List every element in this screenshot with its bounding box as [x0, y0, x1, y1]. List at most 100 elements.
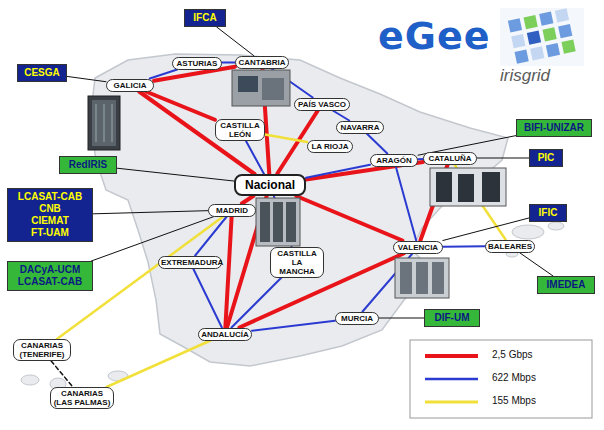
island: [512, 225, 544, 239]
photo-detail: [273, 202, 283, 242]
region-box: CASTILLA LEÓN: [215, 119, 265, 141]
link-2-5-gbps: [296, 196, 402, 241]
region-box: ANDALUCÍA: [198, 328, 252, 341]
link-622-mbps: [246, 141, 264, 174]
leader-line: [217, 27, 254, 56]
region-box: CASTILLA LA MANCHA: [270, 247, 324, 278]
node-text: ANDALUCÍA: [201, 330, 249, 339]
leader-line: [379, 318, 424, 319]
connector-line: [217, 27, 254, 56]
node-text: CASTILLA LA MANCHA: [273, 249, 321, 276]
link-622-mbps: [232, 278, 282, 328]
connector-line: [193, 269, 222, 328]
node-text: CATALUÑA: [426, 154, 474, 163]
node-text: IFCA: [188, 12, 222, 24]
leader-line: [477, 158, 529, 159]
photo-detail: [96, 104, 97, 142]
region-box: CANTABRIA: [235, 56, 289, 69]
connector-line: [519, 253, 553, 277]
connector-line: [379, 318, 424, 319]
connector-line: [265, 134, 307, 141]
site-box: IFIC: [529, 204, 567, 222]
photo-detail: [286, 202, 296, 242]
connector-line: [367, 134, 388, 154]
link-622-mbps: [195, 217, 227, 256]
region-box: GALICIA: [106, 79, 154, 92]
photo-detail: [482, 172, 500, 202]
site-box: DACyA-UCMLCASAT-CAB: [7, 261, 93, 291]
node-text: LCASAT-CAB: [11, 191, 89, 203]
peninsula-outline: [90, 54, 508, 366]
photo-detail: [262, 78, 284, 100]
region-box: CANARIAS (LAS PALMAS): [50, 387, 114, 409]
grid-square: [543, 27, 557, 41]
grid-square: [555, 8, 569, 22]
connector-line: [91, 217, 214, 262]
server-photo: [430, 168, 506, 206]
legend-box: [410, 340, 592, 418]
node-text: RedIRIS: [63, 159, 113, 171]
region-box: MURCIA: [335, 312, 379, 325]
connector-line: [246, 141, 264, 174]
grid-square: [546, 43, 560, 57]
link-622-mbps: [333, 111, 350, 121]
photo-detail: [458, 174, 474, 202]
grid-square: [539, 12, 553, 26]
photo-detail: [400, 262, 412, 294]
link-622-mbps: [222, 62, 235, 63]
connector-line: [477, 158, 529, 159]
node-text: CANTABRIA: [238, 58, 286, 67]
grid-square: [527, 31, 541, 45]
leader-line: [117, 168, 234, 181]
leader-line: [519, 253, 553, 277]
legend-line: [425, 354, 478, 358]
photo-detail: [416, 262, 428, 294]
link-2-5-gbps: [242, 196, 253, 204]
link-155-mbps: [265, 134, 307, 141]
node-text: PIC: [533, 152, 559, 164]
logo-bg: [500, 8, 584, 66]
node-text: PAÍS VASCO: [297, 100, 347, 109]
node-text: CESGA: [21, 67, 63, 79]
node-text: EXTREMADURA: [161, 258, 219, 267]
photo-detail: [432, 262, 444, 294]
site-box: CESGA: [17, 64, 67, 82]
link-622-mbps: [193, 269, 222, 328]
photo-detail: [104, 104, 105, 142]
region-box: CATALUÑA: [423, 152, 477, 165]
connector-line: [296, 196, 402, 241]
photo-detail: [112, 104, 113, 142]
node-text: IFIC: [533, 207, 563, 219]
link-622-mbps: [150, 70, 177, 79]
node-text: FT-UAM: [11, 227, 89, 239]
connector-line: [396, 167, 416, 241]
connector-line: [51, 361, 73, 387]
grid-square: [561, 40, 575, 54]
connector-line: [306, 165, 370, 178]
link-622-mbps: [443, 246, 485, 247]
connector-line: [333, 111, 350, 121]
leader-line: [443, 218, 529, 241]
node-text: CANARIAS (TENERIFE): [16, 341, 68, 359]
connector-line: [67, 76, 106, 81]
photo-frame: [232, 70, 290, 106]
site-box: IFCA: [184, 9, 226, 27]
connector-line: [443, 245, 485, 247]
leader-line: [67, 76, 106, 81]
site-box: BIFI-UNIZAR: [516, 119, 592, 137]
irisgrid-symbol: [500, 8, 584, 66]
site-box: PIC: [529, 149, 563, 167]
connector-line: [150, 70, 177, 79]
leader-line: [93, 211, 208, 214]
region-box: EXTREMADURA: [158, 256, 222, 269]
node-text: CASTILLA LEÓN: [218, 121, 262, 139]
photo-detail: [436, 172, 452, 202]
site-box: LCASAT-CABCNBCIEMATFT-UAM: [7, 188, 93, 242]
leader-line: [91, 217, 214, 262]
node-text: DACyA-UCM: [11, 264, 89, 276]
island: [21, 375, 39, 385]
legend-text: 622 Mbps: [492, 372, 536, 383]
server-photo: [256, 198, 300, 246]
